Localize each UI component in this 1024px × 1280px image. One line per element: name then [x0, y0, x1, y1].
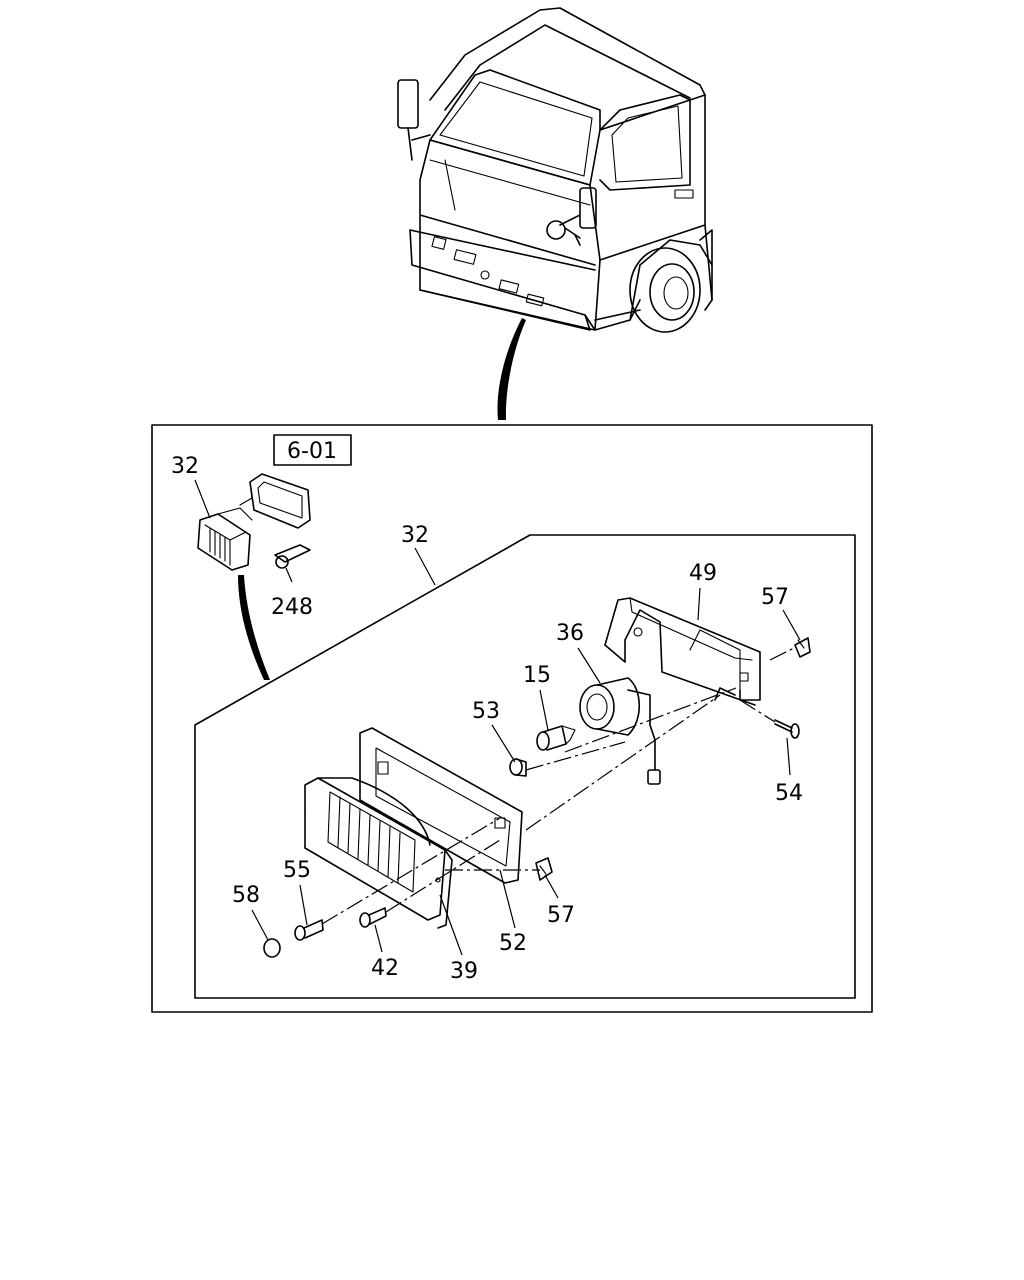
callout-55: 55	[283, 858, 311, 883]
callout-15: 15	[523, 663, 551, 688]
bolt-54	[774, 719, 800, 739]
location-pointer-arrow	[497, 318, 526, 420]
gasket-52	[359, 727, 523, 884]
callout-54: 54	[775, 781, 803, 806]
callout-36: 36	[556, 621, 584, 646]
leader-lines	[194, 479, 801, 956]
reference-box: 6-01	[273, 434, 352, 466]
callout-labels: 32 248 32 49 57 36 15 53 54 55 58 42 39 …	[171, 454, 803, 984]
callout-248: 248	[271, 595, 313, 620]
callout-32-small: 32	[171, 454, 199, 479]
bracket-49	[604, 597, 761, 706]
bulb-socket-36	[579, 677, 661, 785]
callout-57-bottom: 57	[547, 903, 575, 928]
callout-32-main: 32	[401, 523, 429, 548]
screw-55	[294, 919, 324, 941]
callout-57-top: 57	[761, 585, 789, 610]
clip-57-top	[794, 637, 811, 658]
small-lamp-assembly	[197, 473, 311, 680]
inner-detail-frame	[194, 534, 856, 999]
callout-39: 39	[450, 959, 478, 984]
clip-57-bottom	[535, 857, 553, 881]
screw-42	[359, 907, 387, 928]
nut-53	[509, 758, 527, 777]
callout-52: 52	[499, 931, 527, 956]
callout-53: 53	[472, 699, 500, 724]
reference-box-label: 6-01	[287, 439, 337, 464]
callout-49: 49	[689, 561, 717, 586]
truck-cab-illustration	[397, 7, 713, 333]
callout-58: 58	[232, 883, 260, 908]
cap-58	[263, 938, 281, 958]
outer-frame	[151, 424, 873, 1013]
bulb-15	[536, 725, 576, 751]
main-fog-lamp-assembly	[263, 597, 811, 958]
callout-42: 42	[371, 956, 399, 981]
lamp-housing-39	[304, 777, 453, 929]
